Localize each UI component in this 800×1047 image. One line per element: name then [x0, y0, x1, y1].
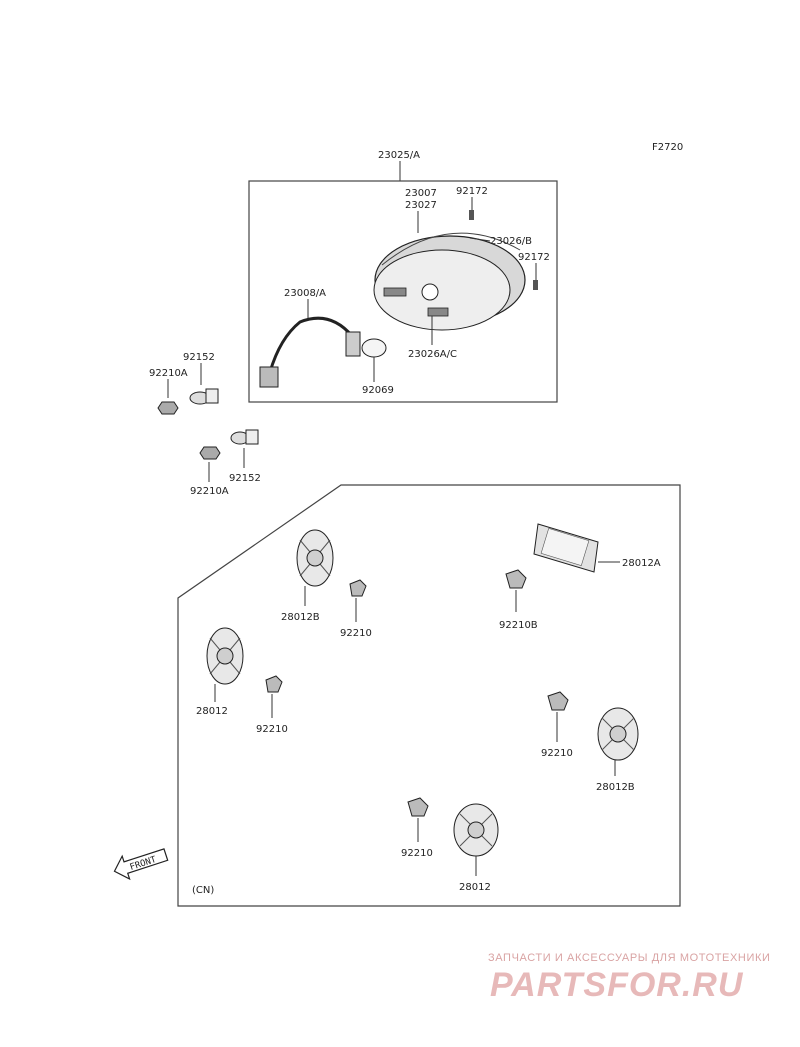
nut-ml-icon [265, 675, 283, 693]
label-nut-1[interactable]: 92210A [149, 368, 188, 379]
tail-lamp-housing [373, 232, 526, 331]
screw-right-icon [533, 280, 538, 290]
label-collar-2[interactable]: 92152 [229, 473, 261, 484]
label-nut-2[interactable]: 92210A [190, 486, 229, 497]
label-assembly[interactable]: 23025/A [378, 150, 420, 161]
label-lens-1[interactable]: 23007 [405, 188, 437, 199]
connector-icon [259, 366, 279, 388]
label-reflector-a[interactable]: 28012A [622, 558, 661, 569]
collar-1-icon [189, 388, 219, 405]
reflector-ml-icon [206, 627, 244, 685]
label-nut-a[interactable]: 92210 [340, 628, 372, 639]
reflector-bc-icon [453, 803, 499, 857]
label-collar-1[interactable]: 92152 [183, 352, 215, 363]
screw-top-icon [469, 210, 474, 220]
wire-harness [268, 316, 354, 373]
watermark-logo: PARTSFOR.RU [490, 966, 744, 1004]
assembly-frame [248, 180, 558, 403]
nut-bc-icon [407, 797, 429, 817]
reflector-b-mr-icon [597, 707, 639, 761]
label-reflector-b-mr[interactable]: 28012B [596, 782, 635, 793]
front-arrow-icon: FRONT [113, 848, 169, 881]
label-housing[interactable]: 23026/B [490, 236, 532, 247]
watermark-tagline: ЗАПЧАСТИ И АКСЕССУАРЫ ДЛЯ МОТОТЕХНИКИ [488, 952, 771, 964]
label-nut-bc[interactable]: 92210 [401, 848, 433, 859]
label-nut-b[interactable]: 92210B [499, 620, 538, 631]
label-bulb[interactable]: 92069 [362, 385, 394, 396]
label-reflector-b-tl[interactable]: 28012B [281, 612, 320, 623]
region-note: (CN) [192, 885, 214, 896]
label-screw-top[interactable]: 92172 [456, 186, 488, 197]
reflector-b-tl-icon [296, 529, 334, 587]
label-socket[interactable]: 23008/A [284, 288, 326, 299]
label-reflector-bc[interactable]: 28012 [459, 882, 491, 893]
nut-a-icon [349, 579, 367, 597]
label-lens-2[interactable]: 23027 [405, 200, 437, 211]
label-reflector-ml[interactable]: 28012 [196, 706, 228, 717]
label-screw-right[interactable]: 92172 [518, 252, 550, 263]
lower-frame [177, 484, 681, 907]
nut-mr-icon [547, 691, 569, 711]
label-nut-mr[interactable]: 92210 [541, 748, 573, 759]
label-nut-ml[interactable]: 92210 [256, 724, 288, 735]
figure-code: F2720 [652, 142, 683, 153]
collar-2-icon [230, 429, 259, 445]
nut-b-icon [505, 569, 527, 589]
reflector-a-icon [533, 523, 599, 573]
bulb-socket-icon [345, 331, 387, 358]
label-body[interactable]: 23026A/C [408, 349, 457, 360]
nut-1-icon [157, 401, 179, 415]
nut-2-icon [199, 446, 221, 460]
